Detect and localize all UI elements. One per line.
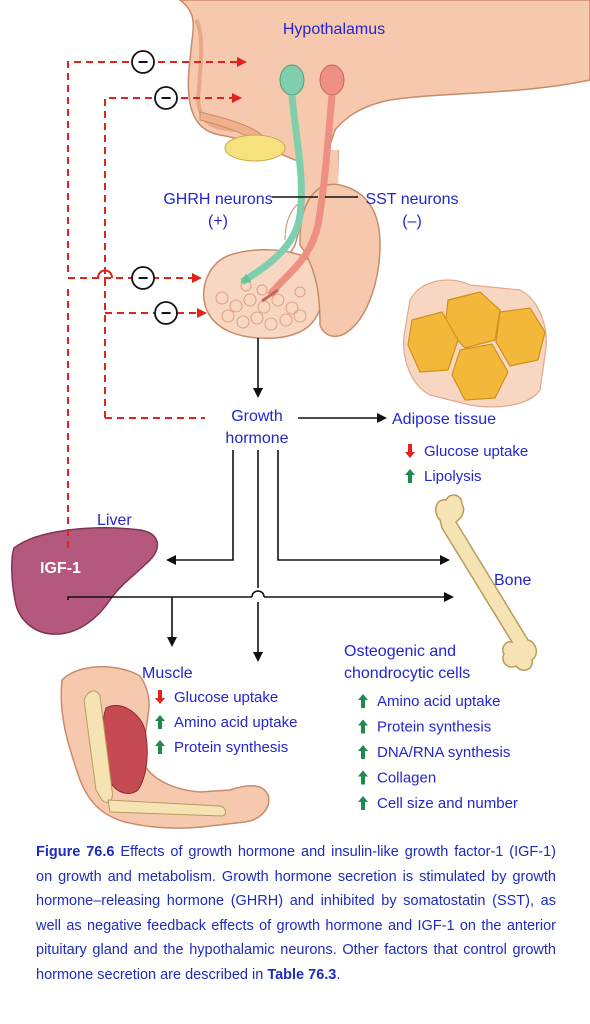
effect-item: Collagen [358, 770, 436, 787]
up-arrow-icon [358, 796, 368, 810]
pathway-arrows [67, 196, 454, 662]
caption-text: Effects of growth hormone and insulin-li… [36, 844, 557, 983]
effect-label: Amino acid uptake [174, 714, 297, 731]
up-arrow-icon [358, 745, 368, 759]
effect-label: Glucose uptake [424, 443, 528, 460]
osteogenic-label-2: chondrocytic cells [344, 665, 470, 682]
down-arrow-icon [405, 444, 415, 458]
effect-label: DNA/RNA synthesis [377, 744, 510, 761]
down-arrow-icon [155, 690, 165, 704]
ghrh-neurons-label: GHRH neurons [163, 191, 272, 208]
adipose-cells-illustration [403, 279, 547, 408]
up-arrow-icon [405, 469, 415, 483]
arm-muscle-illustration [60, 666, 270, 829]
hypothalamus-illustration [178, 0, 590, 339]
growth-hormone-label: Growth [231, 408, 283, 425]
effect-label: Cell size and number [377, 795, 518, 812]
effect-item: Lipolysis [405, 468, 482, 485]
muscle-label: Muscle [142, 665, 193, 682]
ghrh-sign: (+) [208, 213, 228, 230]
inhibit-icon: − [154, 301, 178, 325]
hypothalamus-label: Hypothalamus [283, 21, 385, 38]
osteogenic-label: Osteogenic and [344, 643, 456, 660]
effect-label: Protein synthesis [174, 739, 288, 756]
up-arrow-icon [155, 740, 165, 754]
effect-item: Protein synthesis [358, 719, 491, 736]
feedback-crossover [97, 269, 113, 279]
effect-label: Amino acid uptake [377, 693, 500, 710]
effect-label: Collagen [377, 770, 436, 787]
effect-item: DNA/RNA synthesis [358, 744, 510, 761]
figure-label: Figure 76.6 [36, 844, 115, 860]
growth-hormone-label-2: hormone [225, 430, 288, 447]
svg-text:−: − [138, 268, 149, 288]
liver-illustration [11, 527, 159, 635]
adipose-tissue-label: Adipose tissue [392, 411, 496, 428]
effect-item: Amino acid uptake [358, 693, 500, 710]
sst-sign: (–) [402, 213, 422, 230]
effect-label: Lipolysis [424, 468, 482, 485]
effect-item: Glucose uptake [405, 443, 528, 460]
up-arrow-icon [155, 715, 165, 729]
up-arrow-icon [358, 719, 368, 734]
svg-text:−: − [161, 303, 172, 323]
svg-text:−: − [161, 88, 172, 108]
effect-label: Protein synthesis [377, 719, 491, 736]
effect-label: Glucose uptake [174, 689, 278, 706]
effect-item: Glucose uptake [155, 689, 278, 706]
inhibit-icon: − [131, 50, 155, 74]
inhibit-icon: − [154, 86, 178, 110]
svg-text:−: − [138, 52, 149, 72]
igf1-label: IGF-1 [40, 560, 81, 577]
up-arrow-icon [358, 694, 368, 708]
effect-item: Cell size and number [358, 795, 518, 812]
caption-end: . [336, 966, 341, 983]
inhibit-icon: − [131, 266, 155, 290]
bone-label: Bone [494, 572, 531, 589]
up-arrow-icon [358, 770, 368, 785]
effect-item: Protein synthesis [155, 739, 288, 756]
inhibition-markers: − − − − [131, 50, 178, 325]
figure-caption: Figure 76.6 Effects of growth hormone an… [36, 840, 556, 987]
effect-item: Amino acid uptake [155, 714, 297, 731]
sst-neurons-label: SST neurons [365, 191, 458, 208]
bone-illustration [435, 494, 538, 671]
table-reference: Table 76.3 [267, 966, 337, 983]
liver-label: Liver [97, 512, 132, 529]
